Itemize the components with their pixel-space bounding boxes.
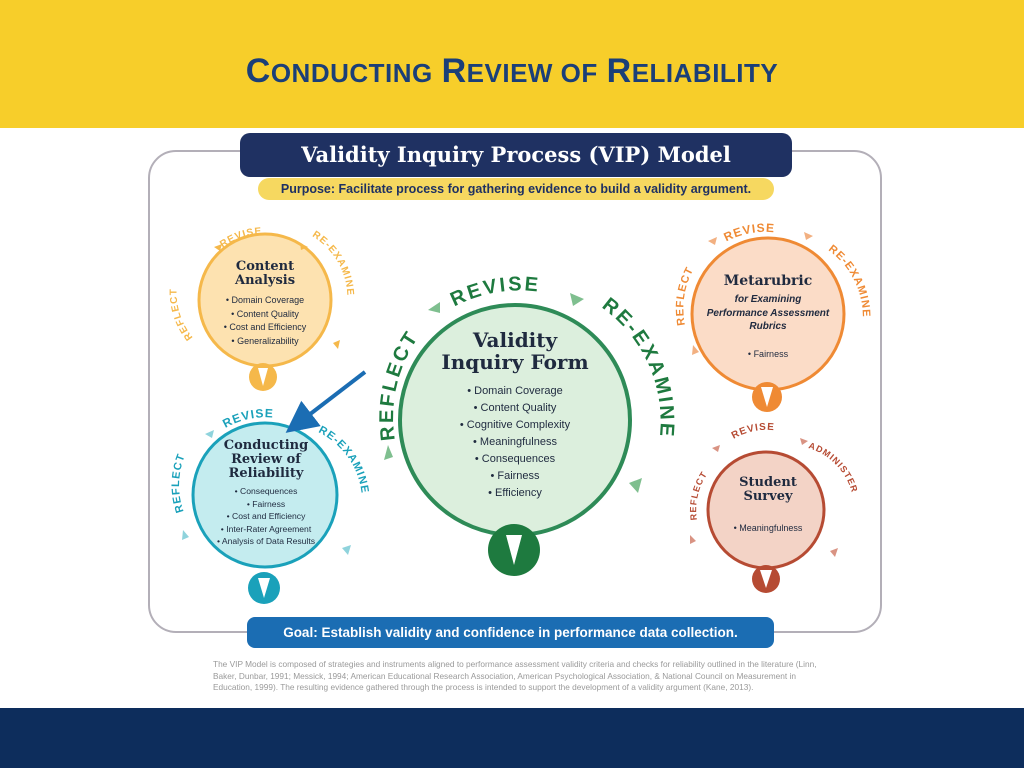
svg-text:REFLECT: REFLECT bbox=[170, 452, 188, 514]
down-arrow-icon bbox=[258, 368, 268, 386]
student-survey-list: Meaningfulness bbox=[722, 522, 814, 535]
down-arrow-icon bbox=[761, 387, 773, 407]
list-item: Consequences bbox=[212, 485, 320, 498]
list-item: Meaningfulness bbox=[722, 522, 814, 535]
down-arrow-icon bbox=[760, 570, 772, 588]
footnote: The VIP Model is composed of strategies … bbox=[213, 659, 817, 692]
reliability-title: Conducting Review of Reliability bbox=[223, 438, 309, 482]
validity-form-title: Validity Inquiry Form bbox=[441, 328, 589, 374]
validity-form-text: Validity Inquiry Form Domain Coverage Co… bbox=[440, 328, 590, 502]
content-analysis-text: Content Analysis Domain Coverage Content… bbox=[205, 259, 325, 348]
student-survey-text: Student Survey Meaningfulness bbox=[722, 475, 814, 535]
list-item: Content Quality bbox=[205, 308, 325, 322]
purpose-bar: Purpose: Facilitate process for gatherin… bbox=[258, 178, 774, 200]
down-arrow-icon bbox=[258, 578, 270, 598]
metarubric-text: Metarubric for Examining Performance Ass… bbox=[706, 273, 830, 361]
metarubric-subtitle: for Examining Performance Assessment Rub… bbox=[706, 294, 830, 333]
list-item: Meaningfulness bbox=[440, 434, 590, 451]
title-banner bbox=[0, 0, 1024, 128]
list-item: Efficiency bbox=[440, 485, 590, 502]
list-item: Domain Coverage bbox=[205, 294, 325, 308]
svg-text:REFLECT: REFLECT bbox=[688, 469, 709, 520]
goal-bar: Goal: Establish validity and confidence … bbox=[247, 617, 774, 648]
content-analysis-title: Content Analysis bbox=[234, 259, 296, 289]
svg-text:REFLECT: REFLECT bbox=[169, 288, 196, 342]
model-header: Validity Inquiry Process (VIP) Model bbox=[240, 133, 792, 177]
reliability-list: Consequences Fairness Cost and Efficienc… bbox=[212, 485, 320, 548]
svg-text:REVISE: REVISE bbox=[730, 422, 775, 442]
list-item: Content Quality bbox=[440, 400, 590, 417]
list-item: Inter-Rater Agreement bbox=[212, 523, 320, 536]
list-item: Consequences bbox=[440, 451, 590, 468]
list-item: Cognitive Complexity bbox=[440, 417, 590, 434]
list-item: Generalizability bbox=[205, 335, 325, 349]
list-item: Analysis of Data Results bbox=[212, 535, 320, 548]
footer-band bbox=[0, 708, 1024, 768]
list-item: Domain Coverage bbox=[440, 383, 590, 400]
reliability-text: Conducting Review of Reliability Consequ… bbox=[212, 438, 320, 548]
list-item: Fairness bbox=[212, 498, 320, 511]
slide-title: CONDUCTING REVIEW OF RELIABILITY bbox=[245, 52, 779, 90]
metarubric-title: Metarubric bbox=[723, 273, 813, 289]
down-arrow-icon bbox=[506, 535, 522, 565]
metarubric-list: Fairness bbox=[706, 348, 830, 361]
list-item: Cost and Efficiency bbox=[212, 510, 320, 523]
content-analysis-list: Domain Coverage Content Quality Cost and… bbox=[205, 294, 325, 348]
list-item: Fairness bbox=[440, 468, 590, 485]
student-survey-title: Student Survey bbox=[739, 475, 797, 505]
list-item: Cost and Efficiency bbox=[205, 321, 325, 335]
list-item: Fairness bbox=[706, 348, 830, 361]
pointer-arrow bbox=[285, 370, 367, 433]
validity-form-list: Domain Coverage Content Quality Cognitiv… bbox=[440, 383, 590, 502]
